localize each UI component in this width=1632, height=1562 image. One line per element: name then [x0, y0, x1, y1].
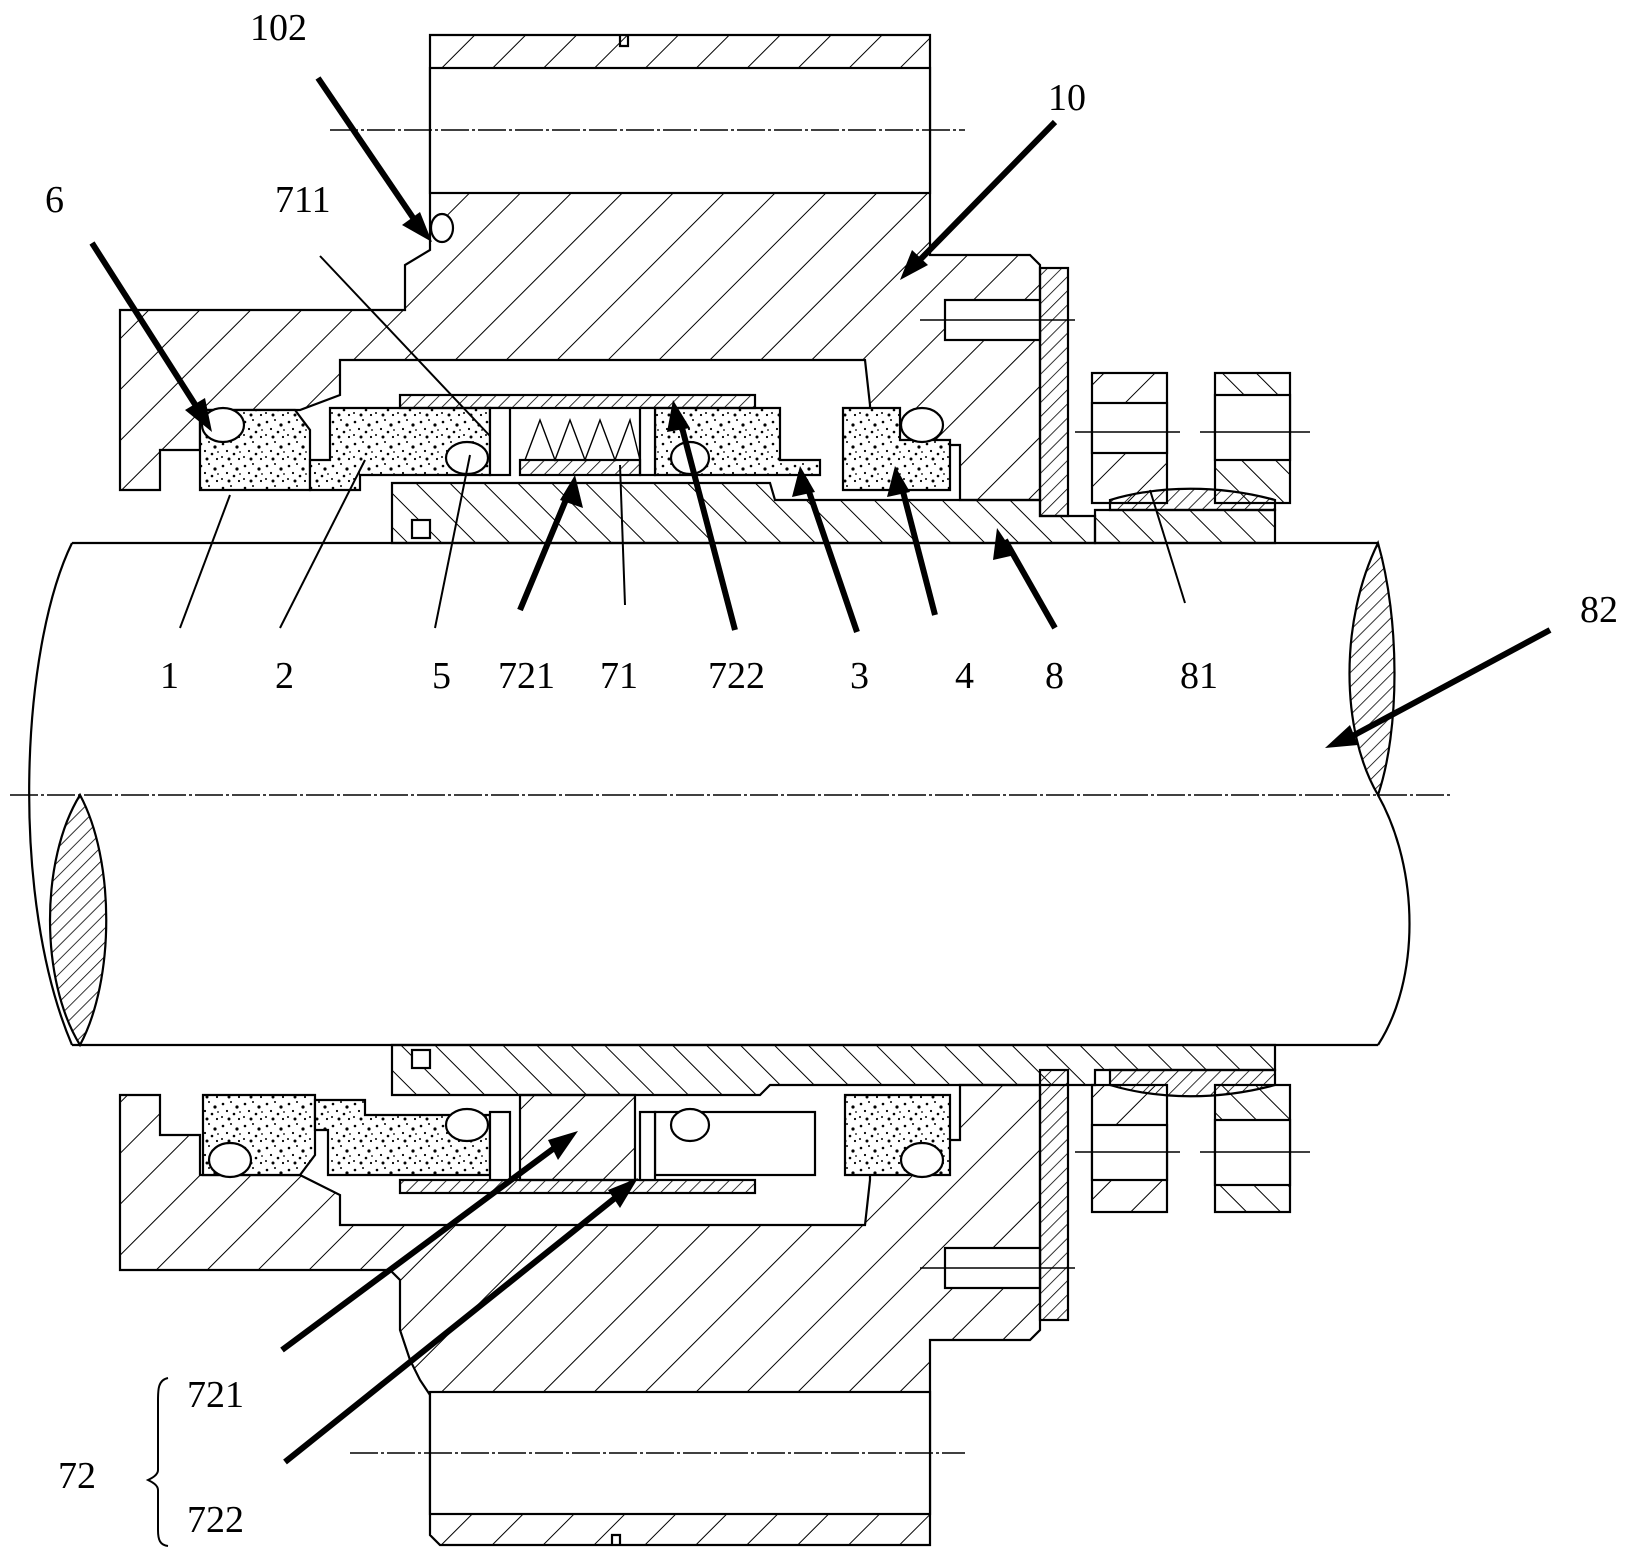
label-721-lower: 721 — [187, 1374, 244, 1416]
o-ring-4b — [899, 406, 945, 444]
end-plate-upper — [1038, 266, 1070, 518]
callout-labels: 102 10 6 711 1 2 5 721 71 722 3 4 8 81 8… — [45, 7, 1618, 1541]
label-3: 3 — [850, 655, 869, 697]
label-82: 82 — [1580, 589, 1618, 631]
label-102: 102 — [250, 7, 307, 49]
label-81: 81 — [1180, 655, 1218, 697]
label-711: 711 — [275, 179, 331, 221]
locking-collar-81-upper — [1075, 371, 1310, 512]
label-722-lower: 722 — [187, 1499, 244, 1541]
label-4: 4 — [955, 655, 974, 697]
stationary-ring-4 — [841, 406, 952, 492]
end-plate-lower — [1038, 1068, 1070, 1322]
o-ring-6 — [200, 406, 246, 444]
label-72: 72 — [58, 1455, 96, 1497]
housing-10-upper — [118, 33, 1075, 502]
leader-lines — [89, 76, 1552, 1547]
label-10: 10 — [1048, 77, 1086, 119]
label-722: 722 — [708, 655, 765, 697]
label-1: 1 — [160, 655, 179, 697]
seal-rings-upper — [198, 393, 952, 492]
label-5: 5 — [432, 655, 451, 697]
label-721: 721 — [498, 655, 555, 697]
housing-10-lower — [118, 1083, 1075, 1547]
spring-71 — [524, 417, 641, 462]
seal-rings-lower — [201, 1093, 952, 1195]
label-2: 2 — [275, 655, 294, 697]
label-8: 8 — [1045, 655, 1064, 697]
label-6: 6 — [45, 179, 64, 221]
locking-collar-81-lower — [1075, 1068, 1310, 1214]
label-71: 71 — [600, 655, 638, 697]
